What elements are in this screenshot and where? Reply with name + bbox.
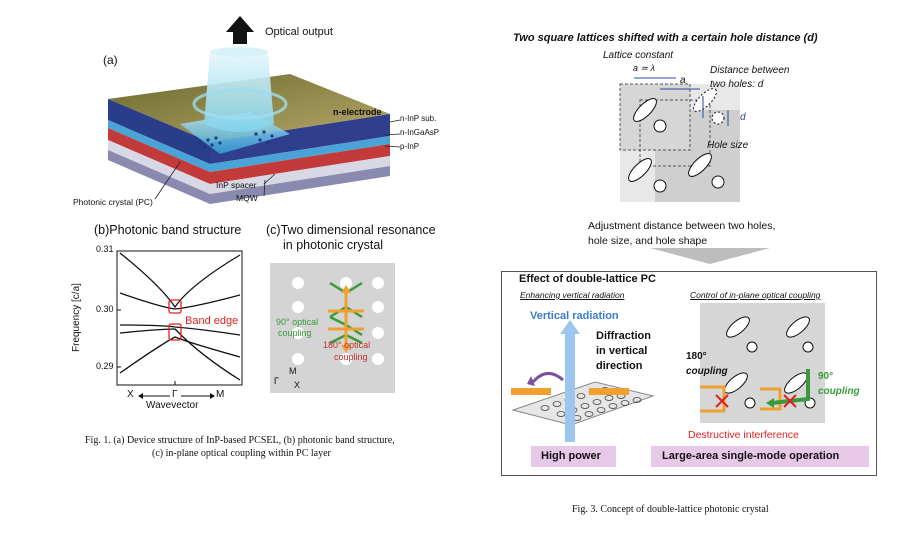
n-inp-sub-label: n-InP sub.	[400, 114, 437, 123]
lattice-holes	[628, 88, 725, 193]
resonance-diagram	[270, 263, 395, 393]
coupling-90-line1: 90° optical	[276, 317, 319, 327]
ytick-0: 0.31	[96, 244, 114, 254]
band-edge-boxes	[168, 299, 182, 341]
distance-line1: Distance between	[710, 65, 790, 76]
effect-box	[501, 271, 877, 476]
axis-gamma: Γ	[274, 376, 279, 386]
n-electrode-label: n-electrode	[333, 107, 382, 117]
vertical-radiation-illustration	[511, 320, 655, 442]
high-power-box	[531, 446, 616, 467]
high-power-label: High power	[541, 450, 601, 462]
sub-right: Control of in-plane optical coupling	[690, 290, 821, 300]
band-edge-label: Band edge	[185, 315, 239, 327]
beam-top	[210, 47, 268, 57]
coupling-180-label1: 180°	[686, 351, 707, 362]
side-layers-right	[210, 114, 390, 204]
coupling-90-label2: coupling	[818, 386, 860, 397]
coupling-180-line2: coupling	[334, 352, 368, 362]
xtick-1: Γ	[172, 389, 178, 400]
panel-c-title-2: in photonic crystal	[283, 238, 384, 252]
down-chevron	[650, 248, 770, 264]
device-structure-diagram	[108, 16, 401, 204]
coupling-180-line1: 180° optical	[323, 340, 371, 350]
y-axis-label: Frequency [c/a]	[71, 283, 82, 352]
output-beam	[204, 52, 274, 132]
panel-b-title: (b)Photonic band structure	[94, 223, 242, 237]
mqw-label: MQW	[236, 193, 258, 203]
fig3-title: Two square lattices shifted with a certa…	[513, 32, 818, 44]
in-plane-coupling-illustration	[700, 303, 825, 423]
adjust-line1: Adjustment distance between two holes,	[588, 220, 776, 232]
axis-m: M	[289, 366, 297, 376]
resonance-holes	[292, 277, 384, 365]
xtick-2: M	[216, 389, 225, 400]
a-label: a	[680, 75, 686, 86]
adjust-line2: hole size, and hole shape	[588, 235, 708, 247]
n-ingaasp-label: n-InGaAsP	[400, 128, 440, 137]
xtick-0: X	[127, 389, 134, 400]
band-structure-chart	[116, 250, 243, 386]
diffraction-line3: direction	[596, 360, 643, 372]
coupling-180-label2: coupling	[686, 366, 728, 377]
a-approx-label: a ≃ λ	[633, 63, 655, 73]
hole-size-label: Hole size	[707, 140, 749, 151]
band-curves	[119, 252, 241, 381]
d-label: d	[740, 112, 746, 123]
orange-coupling-arrows	[328, 291, 364, 347]
panel-c-title-1: (c)Two dimensional resonance	[266, 223, 436, 237]
ytick-1: 0.30	[96, 304, 114, 314]
effect-title: Effect of double-lattice PC	[519, 273, 656, 285]
side-layers-left	[108, 99, 210, 204]
diffraction-line1: Diffraction	[596, 330, 651, 342]
optical-output-label: Optical output	[265, 26, 333, 38]
double-lattice-diagram	[619, 77, 740, 202]
fig3-caption: Fig. 3. Concept of double-lattice photon…	[572, 504, 769, 515]
distance-line2: two holes: d	[710, 79, 764, 90]
diffraction-line2: in vertical	[596, 345, 648, 357]
lattice-constant-label: Lattice constant	[603, 50, 674, 61]
destructive-label: Destructive interference	[688, 429, 799, 441]
fig1-caption-1: Fig. 1. (a) Device structure of InP-base…	[85, 435, 395, 446]
photonic-crystal-label: Photonic crystal (PC)	[73, 197, 153, 207]
fig1-caption-2: (c) in-plane optical coupling within PC …	[152, 448, 331, 459]
axis-x: X	[294, 380, 301, 390]
large-area-box	[651, 446, 869, 467]
optical-output-arrow	[226, 16, 254, 44]
inp-spacer-label: InP spacer	[216, 180, 257, 190]
photonic-crystal-holes	[198, 130, 274, 149]
sub-left: Enhancing vertical radiation	[520, 290, 625, 300]
ytick-2: 0.29	[96, 361, 114, 371]
coupling-90-label1: 90°	[818, 371, 834, 382]
beam-ring	[192, 88, 288, 120]
vertical-radiation-label: Vertical radiation	[530, 310, 619, 322]
p-inp-label: p-InP	[400, 142, 420, 151]
wavevector-arrows	[138, 393, 215, 399]
large-area-label: Large-area single-mode operation	[662, 450, 840, 462]
panel-a-label: (a)	[103, 53, 118, 67]
x-axis-label: Wavevector	[146, 400, 199, 411]
coupling-90-line2: coupling	[278, 328, 312, 338]
